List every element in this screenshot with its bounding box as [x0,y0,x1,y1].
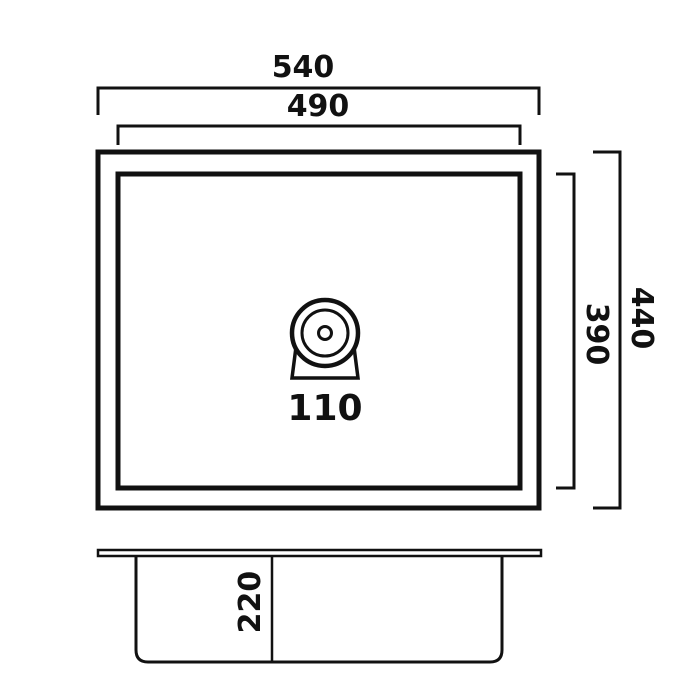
side-view-rim [96,548,543,558]
drain-outlet-icon [289,297,361,380]
sink-side-view [96,548,543,664]
drain-diameter-label: 110 [287,388,362,429]
outer-width-label: 540 [272,50,335,85]
sink-bowl-outline [115,171,523,491]
side-view-bowl [134,556,504,664]
outer-width-bracket [96,86,541,115]
inner-height-label: 390 [579,303,614,366]
sink-outer-outline [95,149,542,511]
depth-label: 220 [233,571,268,634]
outer-height-bracket [593,150,622,510]
inner-width-label: 490 [287,89,350,124]
inner-width-bracket [116,124,522,145]
inner-height-bracket [556,172,576,490]
outer-height-label: 440 [624,287,659,350]
